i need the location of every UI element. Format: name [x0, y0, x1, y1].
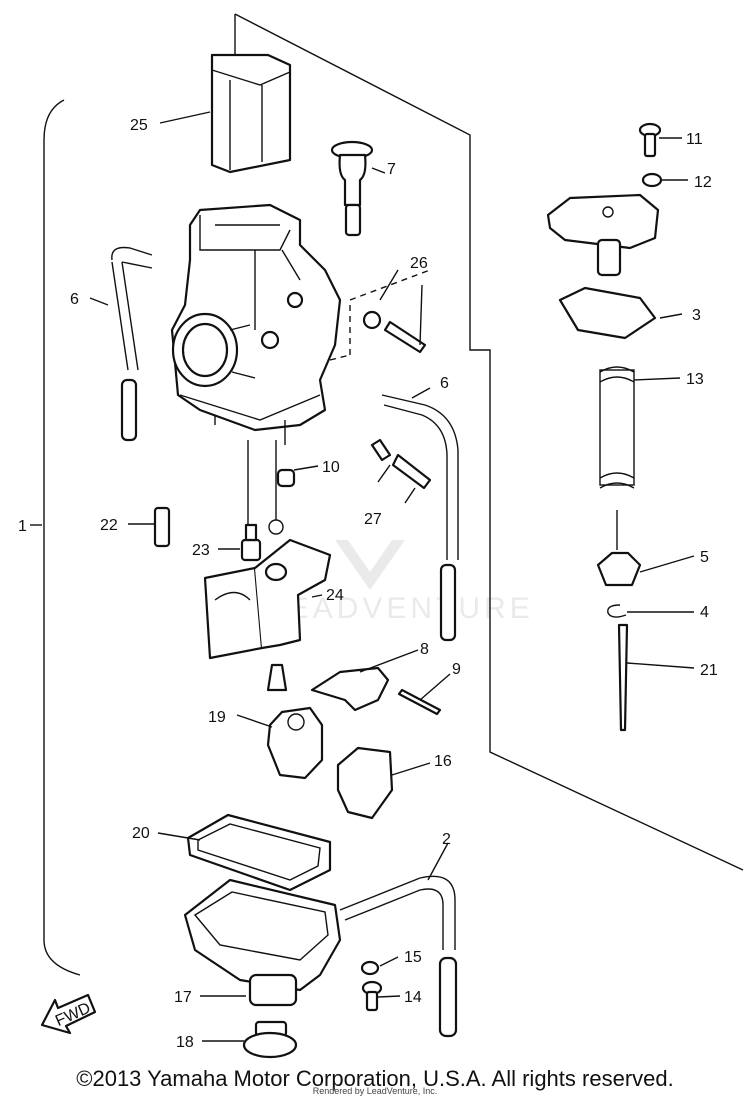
- cover-part-16: [336, 746, 394, 820]
- gasket-part-3: [558, 286, 657, 340]
- callout-12: 12: [694, 174, 712, 191]
- rendered-by-notice: Rendered by LeadVenture, Inc.: [312, 1086, 438, 1096]
- throttle-stop-screw-part-27: [370, 438, 432, 490]
- throttle-valve-part-19: [266, 706, 324, 780]
- callout-14: 14: [404, 989, 422, 1006]
- callout-11: 11: [686, 131, 703, 148]
- holder-part-8: [310, 666, 390, 712]
- callout-6b: 6: [440, 375, 449, 392]
- callout-20: 20: [132, 825, 150, 842]
- callout-19: 19: [208, 709, 226, 726]
- starter-plunger-part-7: [330, 140, 374, 237]
- callout-9: 9: [452, 661, 461, 678]
- callout-24: 24: [326, 587, 344, 604]
- clip-part-4: [607, 604, 627, 618]
- callout-10: 10: [322, 459, 340, 476]
- drain-plug-part-18: [242, 1020, 298, 1059]
- leader-lines: [30, 111, 695, 1042]
- screw-part-11: [638, 122, 662, 158]
- callout-27: 27: [364, 511, 382, 528]
- callout-15: 15: [404, 949, 422, 966]
- float-part-24: [203, 440, 332, 660]
- watermark: LEADVENTURE: [268, 540, 534, 625]
- float-pin-part-9: [397, 688, 442, 716]
- vent-hose-part-6-right: [381, 394, 459, 642]
- callout-16: 16: [434, 753, 452, 770]
- callout-23: 23: [192, 542, 210, 559]
- callout-22: 22: [100, 517, 118, 534]
- gasket-part-20-inner: [197, 823, 321, 881]
- pilot-jet-part-22: [153, 506, 171, 548]
- copyright-notice: ©2013 Yamaha Motor Corporation, U.S.A. A…: [76, 1066, 674, 1091]
- holder-part-5: [596, 510, 642, 587]
- spring-part-13: [599, 366, 635, 489]
- callout-labels: 1 2 3 4 5 6 6 7 8 9 10 11 12 13 14 15 16…: [18, 117, 718, 1051]
- pilot-air-screw-part-26: [362, 310, 427, 354]
- forward-arrow-icon: FWD: [40, 993, 97, 1035]
- callout-5: 5: [700, 549, 709, 566]
- assembly-bracket: [43, 99, 81, 976]
- callout-3: 3: [692, 307, 701, 324]
- washer-part-15: [360, 960, 380, 976]
- washer-part-12: [641, 172, 663, 188]
- callout-8: 8: [420, 641, 429, 658]
- mixing-chamber-top: [546, 193, 660, 277]
- callout-18: 18: [176, 1034, 194, 1051]
- drain-hose-part-2: [339, 875, 458, 1038]
- callout-7: 7: [387, 161, 396, 178]
- float-chamber: [183, 878, 342, 1007]
- throttle-cover-part-25: [210, 53, 292, 174]
- callout-26: 26: [410, 255, 428, 272]
- needle-valve: [266, 663, 288, 692]
- callout-25: 25: [130, 117, 148, 134]
- vent-hose-part-6-left: [111, 246, 153, 442]
- assembly-outline: [234, 13, 744, 871]
- callout-4: 4: [700, 604, 709, 621]
- gasket-part-20: [186, 813, 332, 892]
- assembly-outline-dash: [329, 269, 431, 361]
- callout-2: 2: [442, 831, 451, 848]
- nut-part-10: [276, 468, 296, 488]
- callout-21: 21: [700, 662, 718, 679]
- callout-13: 13: [686, 371, 704, 388]
- screw-part-14: [361, 980, 383, 1012]
- main-jet-part-23: [240, 523, 262, 562]
- watermark-text: LEADVENTURE: [268, 592, 534, 625]
- callout-17: 17: [174, 989, 192, 1006]
- callout-6a: 6: [70, 291, 79, 308]
- callout-1: 1: [18, 518, 27, 535]
- jet-needle-part-21: [617, 623, 629, 732]
- carburetor-body: [170, 203, 342, 445]
